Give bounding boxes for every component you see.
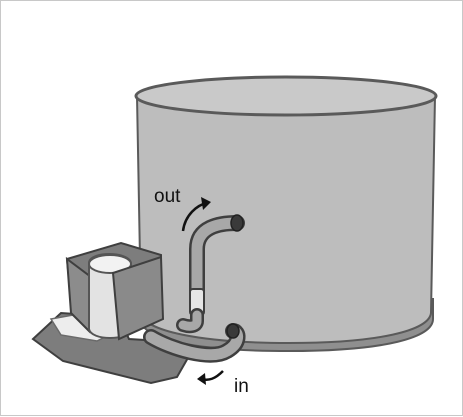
in-label: in	[234, 376, 249, 397]
in-arrowhead-icon	[197, 373, 206, 385]
out-label: out	[154, 186, 181, 207]
tank-body	[137, 96, 435, 343]
tank	[136, 77, 436, 351]
pump	[67, 243, 163, 339]
outlet-tube-end	[231, 215, 243, 231]
tank-rim	[136, 77, 436, 115]
inlet-tube-end	[227, 324, 239, 338]
